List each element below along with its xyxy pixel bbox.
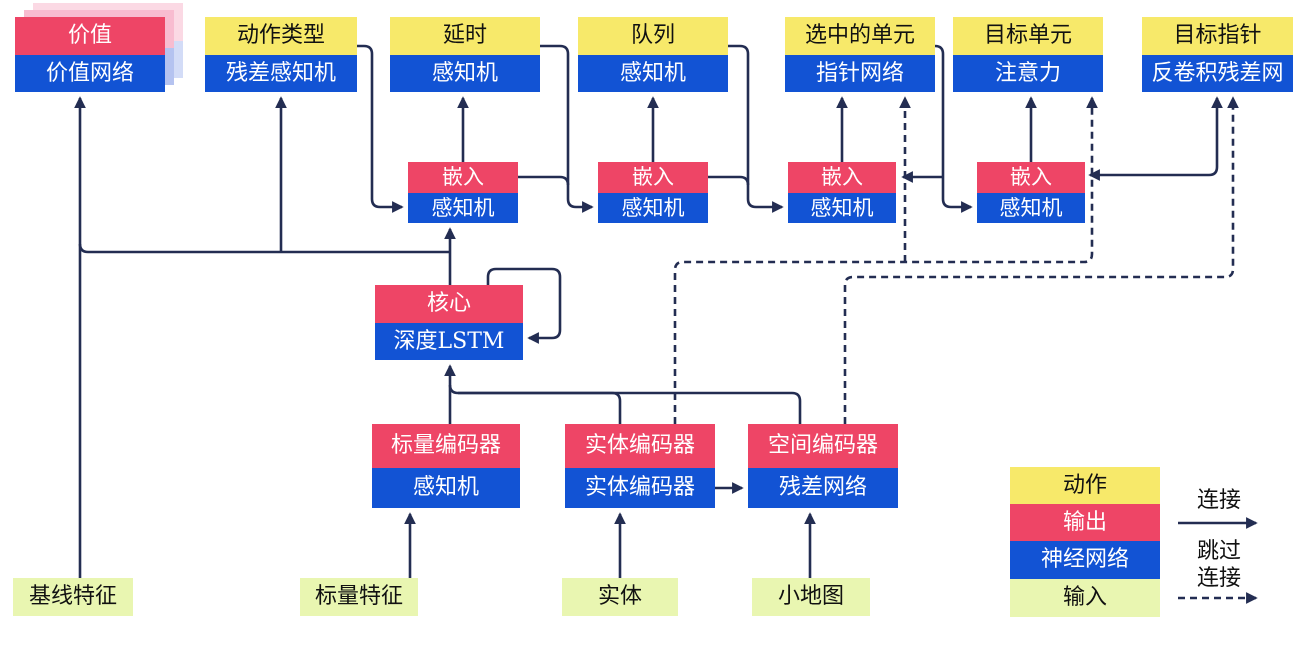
wire-spatialencoder-to-core — [458, 391, 802, 424]
wire-core-branch-left — [78, 243, 450, 254]
node-minimap: 小地图 — [752, 578, 870, 616]
node-embed2: 嵌入 感知机 — [598, 162, 708, 223]
node-value: 价值 价值网络 — [15, 17, 165, 92]
legend-skip-label-line2: 连接 — [1196, 566, 1241, 591]
node-baseline-features: 基线特征 — [13, 578, 133, 616]
node-target-point: 目标指针 反卷积残差网 — [1142, 17, 1293, 92]
wire-entityencoder-to-core — [448, 384, 622, 424]
node-embed1: 嵌入 感知机 — [408, 162, 518, 223]
wire-embed4-to-targetpoint — [1088, 96, 1223, 181]
node-core: 核心 深度LSTM — [375, 285, 523, 360]
node-scalar-features: 标量特征 — [300, 578, 418, 616]
node-delay: 延时 感知机 — [390, 17, 540, 92]
node-selected-units: 选中的单元 指针网络 — [785, 17, 935, 92]
node-scalar-encoder: 标量编码器 感知机 — [372, 424, 520, 508]
legend-action: 动作 — [1010, 467, 1160, 504]
legend-input: 输入 — [1010, 579, 1160, 617]
legend-output: 输出 — [1010, 504, 1160, 541]
skip-entity-to-attention — [673, 96, 1098, 424]
node-embed4: 嵌入 感知机 — [977, 162, 1085, 223]
node-target-unit: 目标单元 注意力 — [953, 17, 1103, 92]
legend-connection-label: 连接 — [1196, 488, 1241, 513]
legend-neural-network: 神经网络 — [1010, 541, 1160, 579]
node-queue: 队列 感知机 — [578, 17, 728, 92]
wire-queue-to-embed3 — [728, 44, 784, 213]
wire-embed1-out-merge — [518, 175, 570, 186]
node-entity-encoder: 实体编码器 实体编码器 — [565, 424, 715, 508]
value-network-label: 价值网络 — [15, 55, 165, 92]
skip-spatial-to-deconv — [843, 96, 1239, 424]
legend-skip-label-line1: 跳过 — [1196, 539, 1241, 564]
value-head-label: 价值 — [15, 17, 165, 55]
node-action-type: 动作类型 残差感知机 — [205, 17, 357, 92]
wire-embed2-out-merge — [708, 175, 750, 186]
node-entities: 实体 — [562, 578, 678, 616]
node-spatial-encoder: 空间编码器 残差网络 — [748, 424, 898, 508]
legend-color-key: 动作 输出 神经网络 输入 — [1010, 467, 1160, 617]
node-embed3: 嵌入 感知机 — [788, 162, 896, 223]
